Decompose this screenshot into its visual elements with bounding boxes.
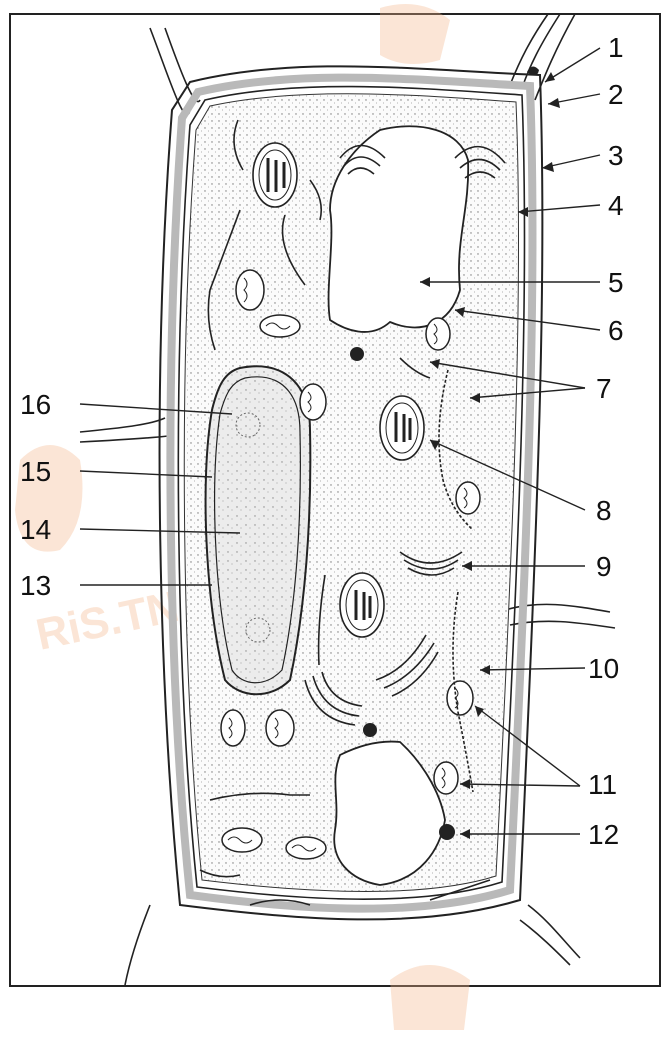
mitochondrion xyxy=(456,482,480,514)
granule xyxy=(350,347,364,361)
nucleus xyxy=(206,366,311,694)
label-2: 2 xyxy=(608,79,624,110)
label-5: 5 xyxy=(608,267,624,298)
label-9: 9 xyxy=(596,551,612,582)
mitochondrion xyxy=(300,384,326,420)
mitochondrion xyxy=(236,270,264,310)
mitochondrion xyxy=(222,828,262,852)
mitochondrion xyxy=(447,681,473,715)
mitochondrion xyxy=(260,315,300,337)
chloroplast xyxy=(340,573,384,637)
mitochondrion xyxy=(434,762,458,794)
label-16: 16 xyxy=(20,389,51,420)
chloroplast xyxy=(253,143,297,207)
label-13: 13 xyxy=(20,570,51,601)
mitochondrion xyxy=(266,710,294,746)
granule xyxy=(439,824,455,840)
mitochondrion xyxy=(426,318,450,350)
chloroplast xyxy=(380,396,424,460)
label-7: 7 xyxy=(596,373,612,404)
label-4: 4 xyxy=(608,190,624,221)
label-12: 12 xyxy=(588,819,619,850)
label-6: 6 xyxy=(608,315,624,346)
label-1: 1 xyxy=(608,32,624,63)
label-15: 15 xyxy=(20,456,51,487)
label-10: 10 xyxy=(588,653,619,684)
label-11: 11 xyxy=(588,769,617,800)
label-3: 3 xyxy=(608,140,624,171)
label-8: 8 xyxy=(596,495,612,526)
mitochondrion xyxy=(286,837,326,859)
vacuole-upper xyxy=(329,126,469,332)
label-14: 14 xyxy=(20,514,51,545)
mitochondrion xyxy=(221,710,245,746)
granule xyxy=(363,723,377,737)
